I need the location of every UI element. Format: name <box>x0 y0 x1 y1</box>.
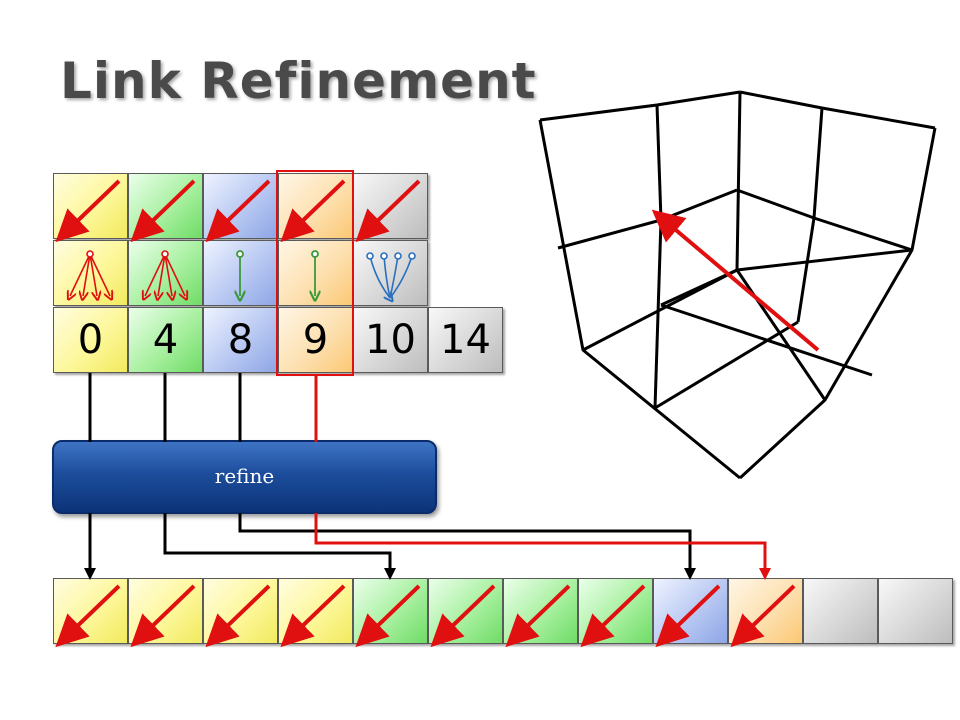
index-cell-10: 10 <box>353 307 428 373</box>
refine-label: refine <box>214 464 275 488</box>
child-fan-yellow <box>70 250 110 296</box>
corner-grid-3d <box>538 90 937 480</box>
grid-link-arrow <box>651 209 820 352</box>
child-arrow-blue-cell <box>237 250 243 296</box>
child-arrow-orange-cell <box>312 250 318 296</box>
children-cell-yellow <box>53 240 128 306</box>
index-cell-0: 0 <box>53 307 128 373</box>
index-cell-8: 8 <box>203 307 278 373</box>
connectors-from-refine <box>84 513 771 580</box>
highlight-column-9 <box>276 170 354 376</box>
refine-kernel-box: refine <box>52 440 437 514</box>
page-title: Link Refinement <box>60 52 537 110</box>
child-fan-green <box>145 250 185 296</box>
refined-cell-empty <box>878 578 953 644</box>
link-arrows-bottom <box>55 584 796 648</box>
index-cell-4: 4 <box>128 307 203 373</box>
index-cell-9: 9 <box>278 307 353 373</box>
link-arrows-top <box>55 179 421 243</box>
connectors-to-refine <box>88 373 318 442</box>
index-cell-14: 14 <box>428 307 503 373</box>
child-fan-gray <box>366 252 416 298</box>
refined-cell-empty <box>803 578 878 644</box>
